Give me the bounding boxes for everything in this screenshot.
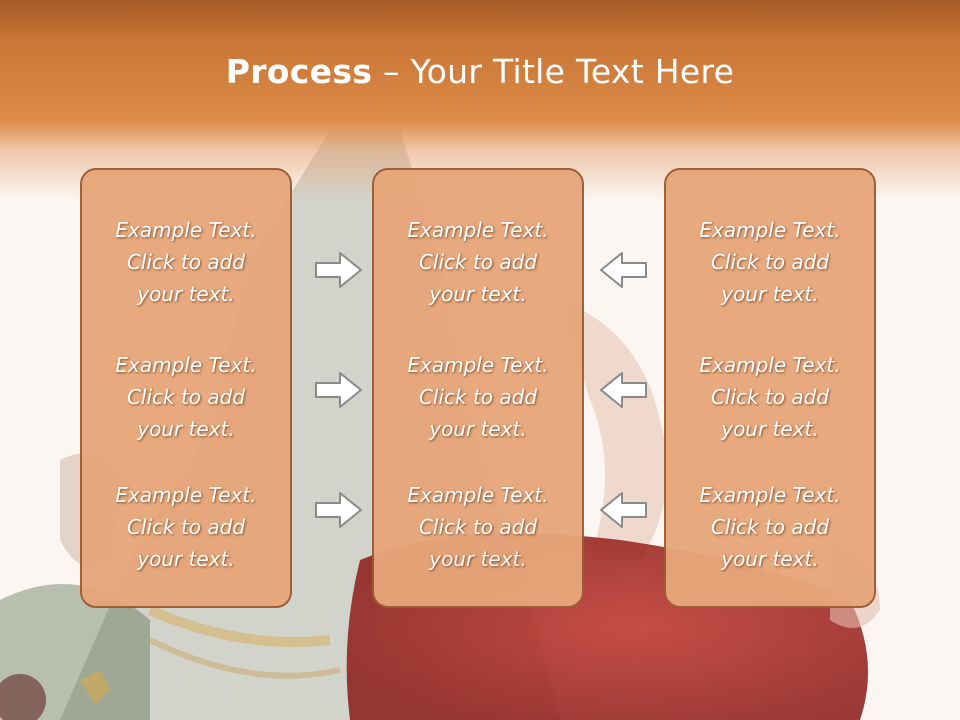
process-box-right[interactable]: Example Text. Click to add your text. Ex… <box>664 168 876 608</box>
text-block[interactable]: Example Text. Click to add your text. <box>374 479 582 575</box>
slide-title[interactable]: Process – Your Title Text Here <box>0 52 960 91</box>
text-line: your text. <box>721 547 819 571</box>
text-line: your text. <box>721 417 819 441</box>
text-block[interactable]: Example Text. Click to add your text. <box>374 349 582 445</box>
text-line: Click to add <box>418 515 538 539</box>
text-line: your text. <box>721 282 819 306</box>
text-line: Click to add <box>126 385 246 409</box>
text-block[interactable]: Example Text. Click to add your text. <box>374 214 582 310</box>
text-line: Example Text. <box>699 353 841 377</box>
text-line: your text. <box>429 417 527 441</box>
text-line: Click to add <box>710 515 830 539</box>
text-line: Example Text. <box>407 218 549 242</box>
text-line: your text. <box>429 282 527 306</box>
text-line: Click to add <box>710 385 830 409</box>
text-line: Click to add <box>418 250 538 274</box>
arrow-right-icon <box>315 372 362 408</box>
text-line: Example Text. <box>115 218 257 242</box>
arrow-left-icon <box>600 492 647 528</box>
arrow-left-icon <box>600 372 647 408</box>
text-line: Example Text. <box>699 218 841 242</box>
title-rest-part: – Your Title Text Here <box>372 52 735 91</box>
arrow-left-icon <box>600 252 647 288</box>
text-line: your text. <box>137 417 235 441</box>
text-line: your text. <box>137 547 235 571</box>
text-line: your text. <box>137 282 235 306</box>
text-line: Click to add <box>126 250 246 274</box>
text-block[interactable]: Example Text. Click to add your text. <box>666 214 874 310</box>
text-block[interactable]: Example Text. Click to add your text. <box>82 479 290 575</box>
arrow-right-icon <box>315 492 362 528</box>
text-block[interactable]: Example Text. Click to add your text. <box>82 349 290 445</box>
text-line: Example Text. <box>115 353 257 377</box>
text-line: Example Text. <box>407 353 549 377</box>
text-line: Example Text. <box>407 483 549 507</box>
text-line: Example Text. <box>115 483 257 507</box>
title-bold-part: Process <box>225 52 373 91</box>
text-block[interactable]: Example Text. Click to add your text. <box>82 214 290 310</box>
process-box-center[interactable]: Example Text. Click to add your text. Ex… <box>372 168 584 608</box>
arrow-right-icon <box>315 252 362 288</box>
text-line: Click to add <box>418 385 538 409</box>
title-band <box>0 0 960 200</box>
text-block[interactable]: Example Text. Click to add your text. <box>666 479 874 575</box>
text-line: Click to add <box>710 250 830 274</box>
text-block[interactable]: Example Text. Click to add your text. <box>666 349 874 445</box>
text-line: Click to add <box>126 515 246 539</box>
process-box-left[interactable]: Example Text. Click to add your text. Ex… <box>80 168 292 608</box>
text-line: your text. <box>429 547 527 571</box>
text-line: Example Text. <box>699 483 841 507</box>
